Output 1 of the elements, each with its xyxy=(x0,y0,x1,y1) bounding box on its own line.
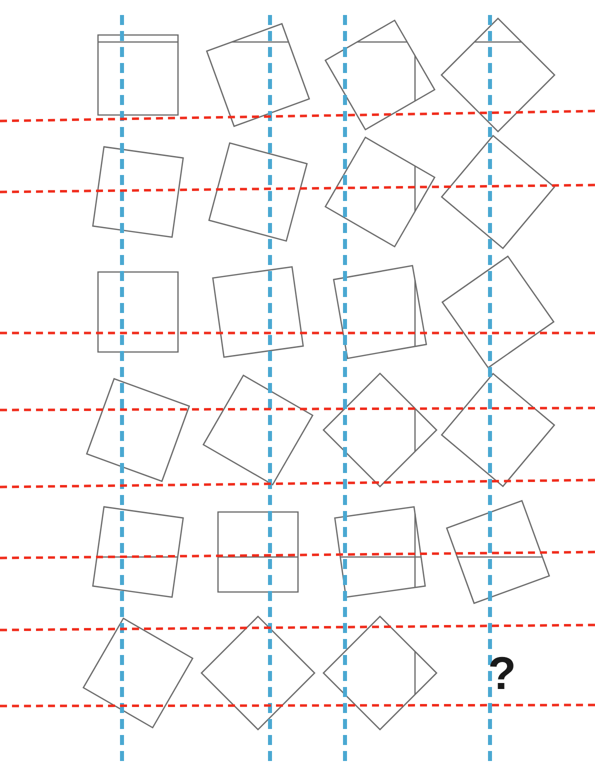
question-mark: ? xyxy=(488,650,516,696)
